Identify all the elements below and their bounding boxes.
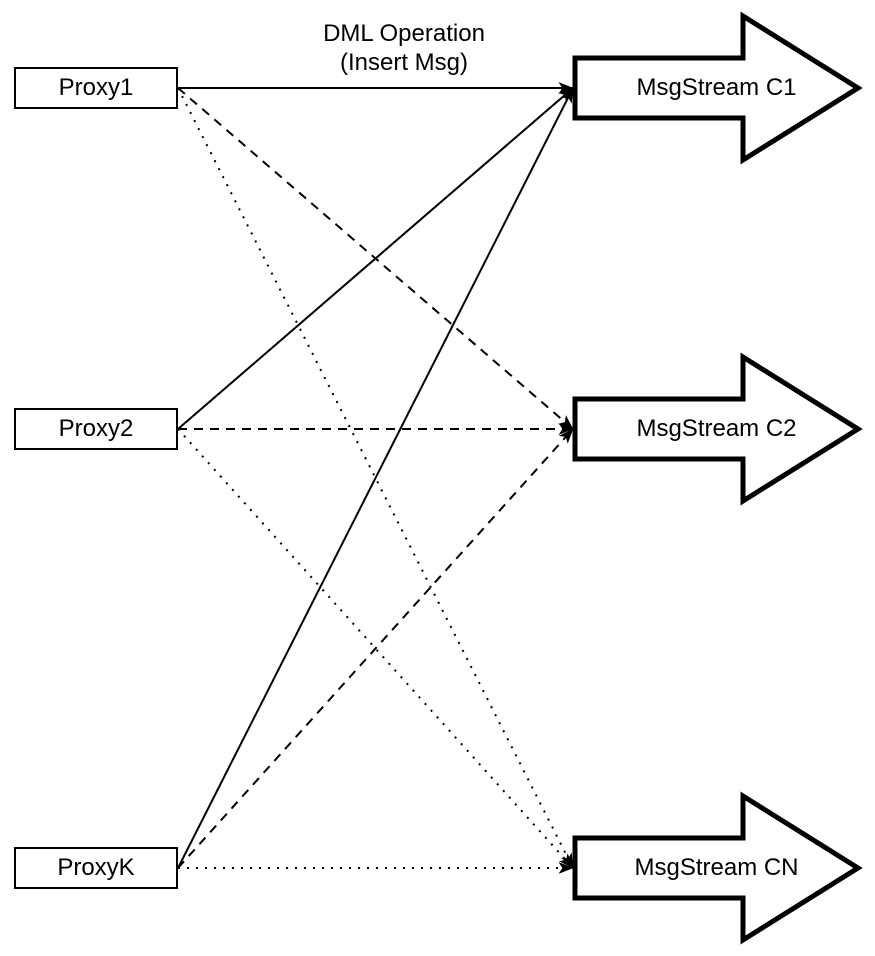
- edge-proxyk-c2: [177, 428, 574, 869]
- edge-proxy1-c2: [177, 87, 574, 430]
- connection-edges: [177, 82, 574, 874]
- node-proxy1-label: Proxy1: [58, 74, 134, 101]
- edge-proxyk-c1: [177, 87, 574, 869]
- node-proxy2-label: Proxy2: [58, 415, 134, 442]
- msgstream-arrow-shapes: [572, 11, 863, 945]
- annotation-line2: (Insert Msg): [339, 49, 468, 76]
- node-proxy1: Proxy1: [14, 67, 178, 109]
- node-proxyk-label: ProxyK: [57, 854, 135, 881]
- msgstream-c1-arrow-shape: [572, 11, 863, 165]
- edge-proxy1-cn: [177, 87, 574, 869]
- msgstream-cn-arrow-shape: [572, 791, 863, 945]
- annotation-line1: DML Operation: [323, 20, 485, 47]
- msgstream-c2-arrow-shape: [572, 352, 863, 506]
- diagram-annotation: DML Operation (Insert Msg): [244, 19, 564, 77]
- node-proxy2: Proxy2: [14, 408, 178, 450]
- node-proxyk: ProxyK: [14, 847, 178, 889]
